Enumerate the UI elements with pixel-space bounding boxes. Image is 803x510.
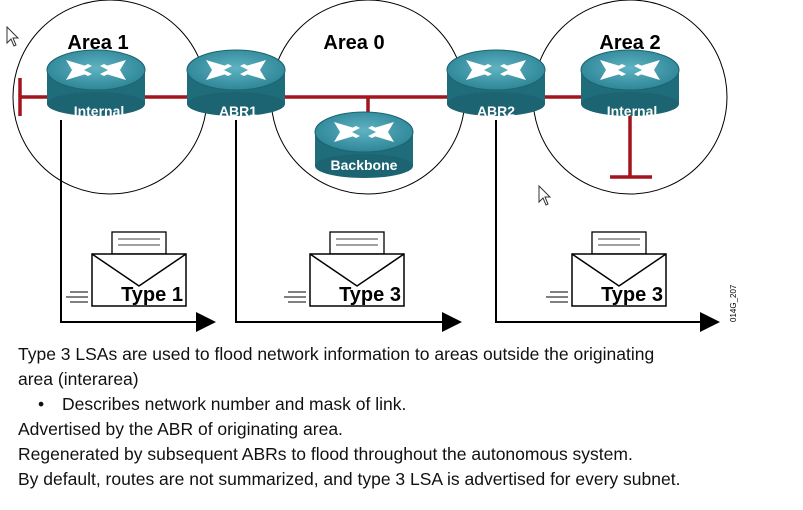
- area-label-2: Area 2: [599, 32, 660, 54]
- text-line-3: Regenerated by subsequent ABRs to flood …: [18, 444, 633, 464]
- router-label-abr1: ABR1: [219, 103, 257, 119]
- lsa-label-type1: Type 1: [121, 284, 183, 306]
- mouse-cursor-icon: [538, 184, 552, 206]
- lsa-label-type3-a: Type 3: [339, 284, 401, 306]
- text-line-1: Type 3 LSAs are used to flood network in…: [18, 344, 655, 364]
- bullet-item: •Describes network number and mask of li…: [38, 394, 407, 414]
- area-label-1: Area 1: [67, 32, 128, 54]
- figure-code: 014G_207: [729, 284, 738, 322]
- ospf-lsa-diagram: Internal ABR1 Backbone ABR2 Internal Are…: [6, 0, 738, 332]
- router-label-backbone: Backbone: [331, 157, 398, 173]
- lsa-label-type3-b: Type 3: [601, 284, 663, 306]
- bullet-text: Describes network number and mask of lin…: [62, 394, 407, 414]
- lsa-flood-arrows: [60, 120, 720, 332]
- text-line-1b: area (interarea): [18, 369, 139, 389]
- router-label-internal-2: Internal: [607, 103, 658, 119]
- explanation-text: Type 3 LSAs are used to flood network in…: [18, 342, 803, 492]
- text-line-2: Advertised by the ABR of originating are…: [18, 419, 343, 439]
- router-label-abr2: ABR2: [477, 103, 515, 119]
- mouse-cursor-icon: [6, 25, 20, 47]
- router-label-internal-1: Internal: [74, 103, 125, 119]
- text-line-4: By default, routes are not summarized, a…: [18, 469, 681, 489]
- area-label-0: Area 0: [323, 32, 384, 54]
